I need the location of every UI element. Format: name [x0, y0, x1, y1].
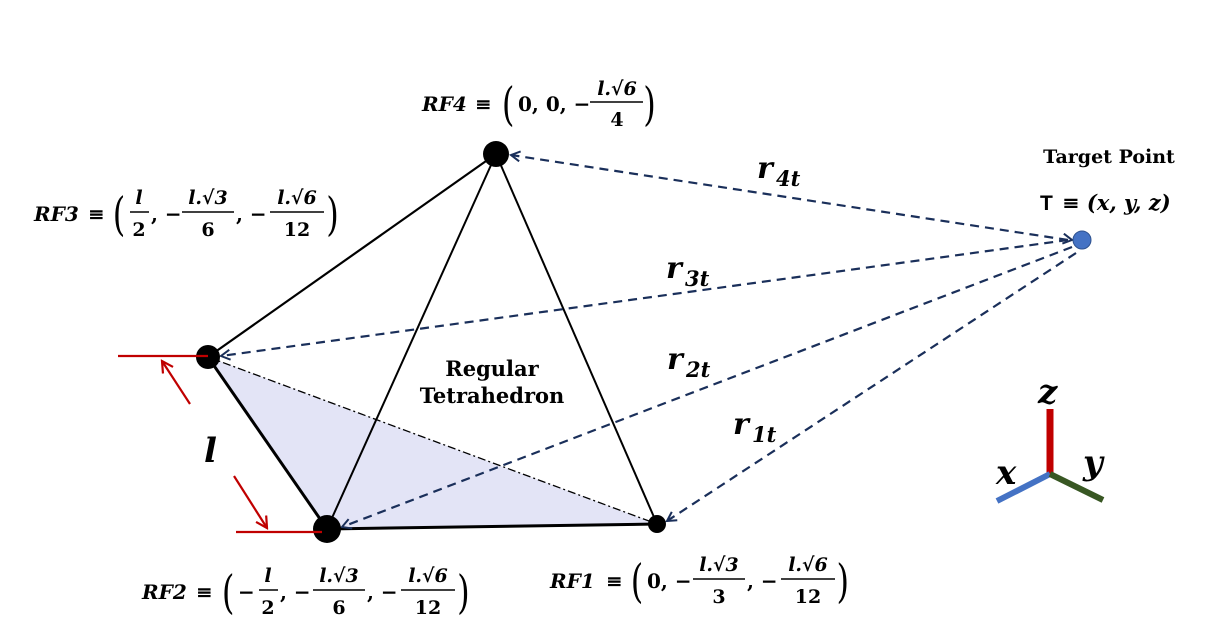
svg-text:, −: , − [151, 202, 182, 226]
svg-text:4: 4 [610, 109, 623, 131]
dimension-arrow-down [233, 475, 267, 528]
range-arrow-r3t [221, 238, 1069, 356]
svg-text:, −: , − [747, 569, 778, 593]
svg-text:r: r [666, 251, 684, 286]
svg-text:RF1: RF1 [549, 569, 595, 593]
target-point [1072, 230, 1092, 250]
svg-text:≡: ≡ [88, 202, 105, 226]
edge-rf3-rf2 [206, 356, 329, 530]
svg-text:l.√6: l.√6 [408, 565, 448, 587]
svg-text:6: 6 [201, 219, 214, 241]
svg-text:, −: , − [236, 202, 267, 226]
r2t-label: r 2t [667, 342, 711, 382]
edge-rf4-rf2 [326, 153, 497, 530]
target-equation: T ≡ (x, y, z) [1040, 190, 1171, 215]
svg-text:r: r [757, 151, 775, 186]
target-title: Target Point [1043, 146, 1175, 168]
svg-text:RF2: RF2 [141, 580, 187, 604]
svg-text:r: r [733, 407, 751, 442]
svg-text:(: ( [502, 78, 515, 131]
rf4-label: RF4 ≡ ( 0, 0, − l.√6 4 ) [421, 78, 656, 132]
range-arrow-r2t [342, 245, 1073, 527]
r3t-label: r 3t [666, 251, 710, 291]
r4t-label: r 4t [757, 151, 801, 191]
svg-text:12: 12 [284, 219, 310, 241]
svg-text:RF3: RF3 [33, 202, 79, 226]
svg-text:, −: , − [280, 580, 311, 604]
svg-text:): ) [643, 78, 656, 131]
svg-text:l: l [135, 187, 142, 209]
dimension-arrow-up [162, 361, 191, 405]
edge-rf2-rf1 [326, 522, 658, 531]
svg-text:l.√3: l.√3 [699, 554, 739, 576]
svg-text:≡ (x, y, z): ≡ (x, y, z) [1062, 190, 1171, 215]
svg-text:l.√6: l.√6 [788, 554, 828, 576]
rf3-label: RF3 ≡ ( l 2 , − l.√3 6 , − l.√6 12 ) [33, 187, 339, 242]
svg-text:2: 2 [261, 597, 274, 619]
svg-text:3t: 3t [685, 266, 710, 291]
vertex-rf1 [648, 515, 666, 533]
svg-text:0, −: 0, − [647, 569, 692, 593]
svg-text:12: 12 [415, 597, 441, 619]
rf2-label: RF2 ≡ ( − l 2 , − l.√3 6 , − l.√6 12 ) [141, 565, 470, 620]
svg-text:l.√3: l.√3 [188, 187, 228, 209]
svg-text:3: 3 [712, 586, 725, 608]
axis-x-line [995, 471, 1052, 504]
svg-text:): ) [457, 566, 470, 619]
r1t-label: r 1t [733, 407, 777, 447]
axis-y-line [1048, 471, 1105, 503]
svg-text:l.√6: l.√6 [277, 187, 317, 209]
edge-rf4-rf1 [495, 153, 658, 525]
svg-text:1t: 1t [752, 422, 777, 447]
svg-text:6: 6 [332, 597, 345, 619]
svg-text:): ) [326, 188, 339, 241]
svg-text:r: r [667, 342, 685, 377]
svg-text:12: 12 [795, 586, 821, 608]
coordinate-axes: z x y [995, 372, 1105, 504]
svg-text:RF4: RF4 [421, 92, 467, 116]
rf1-label: RF1 ≡ ( 0, − l.√3 3 , − l.√6 12 ) [549, 554, 849, 609]
vertex-rf4 [483, 141, 509, 167]
base-face [208, 357, 657, 529]
center-label-line2: Tetrahedron [420, 383, 565, 408]
range-arrow-r1t [667, 252, 1077, 521]
axis-x-label: x [995, 453, 1017, 493]
edge-rf4-rf3 [207, 153, 497, 358]
svg-text:2: 2 [132, 219, 145, 241]
svg-text:4t: 4t [776, 166, 801, 191]
svg-text:0, 0, −: 0, 0, − [518, 92, 590, 116]
edge-length-label: l [204, 431, 217, 471]
svg-text:): ) [837, 555, 850, 608]
svg-text:l.√6: l.√6 [597, 78, 637, 100]
svg-text:−: − [238, 580, 255, 604]
svg-text:(: ( [222, 566, 235, 619]
svg-text:2t: 2t [685, 357, 711, 382]
svg-text:l.√3: l.√3 [319, 565, 359, 587]
svg-text:T: T [1040, 192, 1053, 215]
svg-text:l: l [264, 565, 271, 587]
svg-text:≡: ≡ [475, 92, 492, 116]
axis-z-label: z [1037, 372, 1058, 412]
svg-text:≡: ≡ [196, 580, 213, 604]
svg-text:(: ( [113, 188, 126, 241]
svg-text:(: ( [631, 555, 644, 608]
axis-y-label: y [1082, 443, 1105, 483]
vertex-rf2 [313, 515, 341, 543]
range-arrow-r4t [511, 155, 1069, 242]
center-label-line1: Regular [445, 356, 539, 381]
svg-text:, −: , − [367, 580, 398, 604]
svg-text:≡: ≡ [606, 569, 623, 593]
